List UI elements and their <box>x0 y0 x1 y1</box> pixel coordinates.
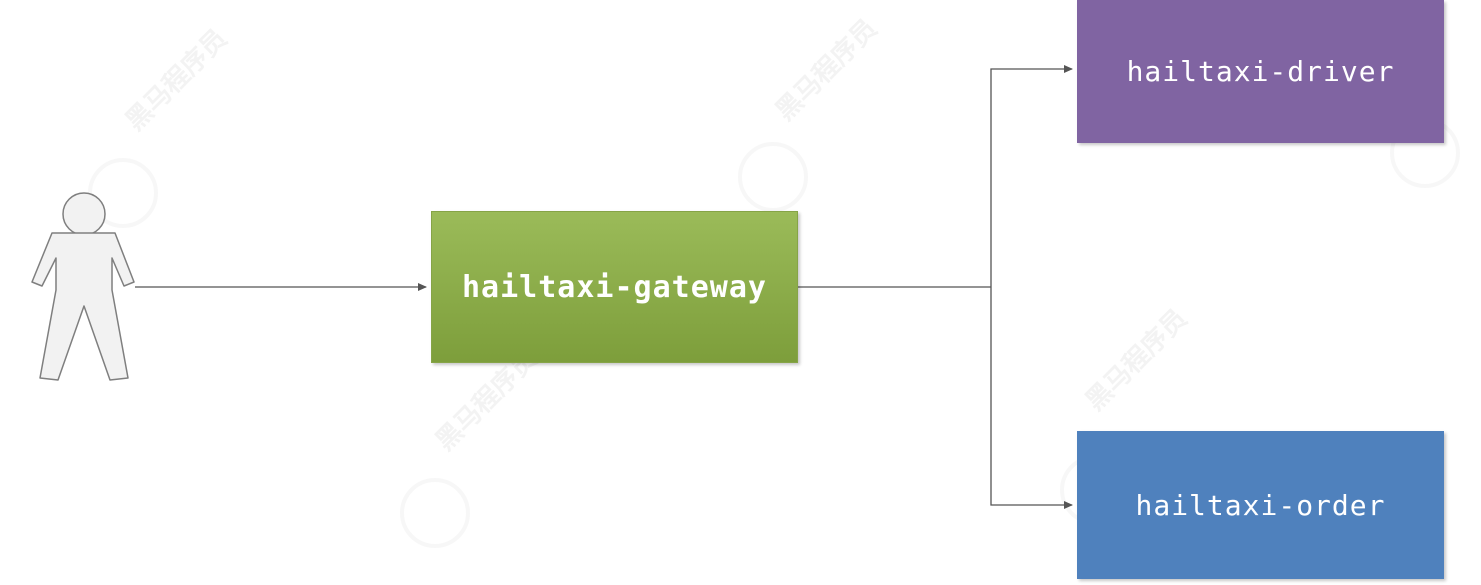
gateway-label: hailtaxi-gateway <box>462 269 767 305</box>
order-node: hailtaxi-order <box>1077 431 1444 579</box>
driver-node: hailtaxi-driver <box>1077 0 1444 143</box>
order-label: hailtaxi-order <box>1135 488 1386 522</box>
gateway-node: hailtaxi-gateway <box>431 211 798 363</box>
driver-label: hailtaxi-driver <box>1126 55 1395 88</box>
edge-gateway-driver <box>990 65 1073 287</box>
user-icon <box>31 192 135 381</box>
edge-gateway-order <box>990 287 1073 509</box>
